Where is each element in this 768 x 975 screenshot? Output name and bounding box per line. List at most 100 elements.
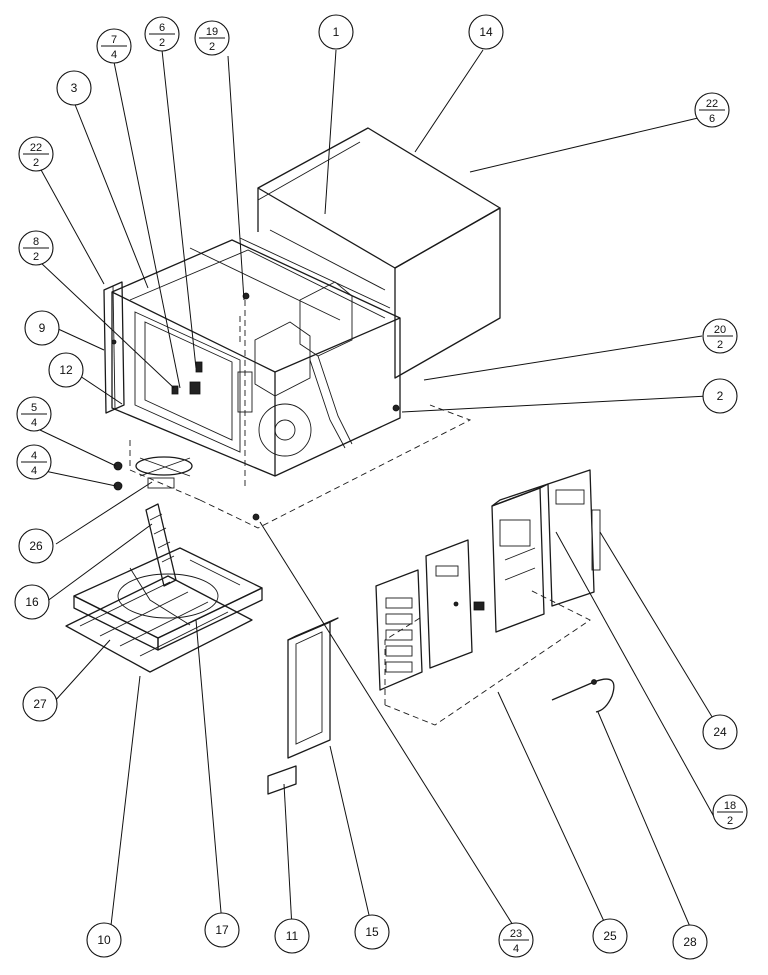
callout-number: 12 xyxy=(59,363,73,377)
callout-c1: 1 xyxy=(318,14,354,50)
keypad-board xyxy=(375,569,423,691)
callout-number: 27 xyxy=(33,697,47,711)
callout-number: 17 xyxy=(215,923,229,937)
callout-sheet-number: 2 xyxy=(727,815,733,827)
callout-number: 26 xyxy=(29,539,43,553)
callout-c7-4: 74 xyxy=(96,28,132,64)
dashed-assembly-line xyxy=(129,440,201,501)
callout-number: 28 xyxy=(683,935,697,949)
callout-number: 23 xyxy=(510,928,522,940)
callout-c15: 15 xyxy=(354,914,390,950)
callout-c11: 11 xyxy=(274,918,310,954)
callout-circle xyxy=(274,918,310,954)
callout-number: 11 xyxy=(286,929,299,943)
callout-c25: 25 xyxy=(592,918,628,954)
callout-number: 6 xyxy=(159,22,165,34)
callout-circle xyxy=(14,584,50,620)
dashed-assembly-line xyxy=(199,404,472,529)
callout-number: 1 xyxy=(333,25,340,39)
door-hinge-frame xyxy=(103,281,125,414)
callout-number: 2 xyxy=(717,389,724,403)
callout-c16: 16 xyxy=(14,584,50,620)
callout-number: 9 xyxy=(39,321,46,335)
callout-sheet-number: 4 xyxy=(513,943,519,955)
callout-circle xyxy=(354,914,390,950)
callout-circle xyxy=(702,378,738,414)
callout-circle xyxy=(56,70,92,106)
callout-circle xyxy=(204,912,240,948)
dashed-assembly-line xyxy=(384,617,421,705)
callout-number: 8 xyxy=(33,236,39,248)
callout-circle xyxy=(672,924,708,960)
callout-c22-6: 226 xyxy=(694,92,730,128)
callout-number: 25 xyxy=(603,929,617,943)
callout-sheet-number: 6 xyxy=(709,113,715,125)
callout-number: 19 xyxy=(206,26,218,38)
label-plate xyxy=(267,765,297,795)
callout-c6-2: 62 xyxy=(144,16,180,52)
base-tray xyxy=(73,547,263,651)
callout-number: 4 xyxy=(31,450,37,462)
callout-sheet-number: 2 xyxy=(33,251,39,263)
callout-c3: 3 xyxy=(56,70,92,106)
leader-lines xyxy=(39,49,721,937)
callout-c20-2: 202 xyxy=(702,318,738,354)
callout-circle xyxy=(86,922,122,958)
callout-circle xyxy=(18,528,54,564)
callout-c19-2: 192 xyxy=(194,20,230,56)
callout-number: 10 xyxy=(97,933,111,947)
callout-sheet-number: 2 xyxy=(33,157,39,169)
callout-number: 16 xyxy=(25,595,39,609)
callout-c27: 27 xyxy=(22,686,58,722)
callout-number: 3 xyxy=(71,81,78,95)
callout-circle xyxy=(318,14,354,50)
callout-c18-2: 182 xyxy=(712,794,748,830)
bottom-plate xyxy=(65,575,253,673)
callout-c5-4: 54 xyxy=(16,396,52,432)
callout-c23-4: 234 xyxy=(498,922,534,958)
callout-number: 14 xyxy=(479,25,493,39)
turntable-coupler xyxy=(135,456,193,489)
membrane-circuit xyxy=(425,539,485,669)
callout-circle xyxy=(468,14,504,50)
callout-number: 18 xyxy=(724,800,736,812)
callout-circle xyxy=(592,918,628,954)
callout-sheet-number: 4 xyxy=(31,465,37,477)
callout-c17: 17 xyxy=(204,912,240,948)
callout-circle xyxy=(22,686,58,722)
callout-c28: 28 xyxy=(672,924,708,960)
callout-number: 22 xyxy=(30,142,42,154)
mounting-bracket xyxy=(547,469,601,607)
callout-c22-2: 222 xyxy=(18,136,54,172)
callout-sheet-number: 4 xyxy=(111,49,117,61)
callout-number: 15 xyxy=(365,925,379,939)
screw xyxy=(113,461,123,471)
outer-cabinet xyxy=(257,127,501,379)
control-panel-frame xyxy=(287,617,339,759)
callout-sheet-number: 2 xyxy=(717,339,723,351)
callout-circle xyxy=(48,352,84,388)
callout-number: 22 xyxy=(706,98,718,110)
callout-c4-4: 44 xyxy=(16,444,52,480)
callout-c9: 9 xyxy=(24,310,60,346)
screw xyxy=(252,513,260,521)
callout-number: 24 xyxy=(713,725,727,739)
control-box xyxy=(491,483,549,633)
callout-number: 7 xyxy=(111,34,117,46)
callout-c10: 10 xyxy=(86,922,122,958)
callout-sheet-number: 2 xyxy=(209,41,215,53)
callout-sheet-number: 2 xyxy=(159,37,165,49)
callout-circle xyxy=(24,310,60,346)
callout-number: 5 xyxy=(31,402,37,414)
callout-sheet-number: 4 xyxy=(31,417,37,429)
dashed-assembly-line xyxy=(384,589,591,726)
callout-circle xyxy=(702,714,738,750)
callout-c26: 26 xyxy=(18,528,54,564)
callout-number: 20 xyxy=(714,324,726,336)
callout-c8-2: 82 xyxy=(18,230,54,266)
callout-c14: 14 xyxy=(468,14,504,50)
callout-c2: 2 xyxy=(702,378,738,414)
thermal-probe xyxy=(551,678,615,713)
